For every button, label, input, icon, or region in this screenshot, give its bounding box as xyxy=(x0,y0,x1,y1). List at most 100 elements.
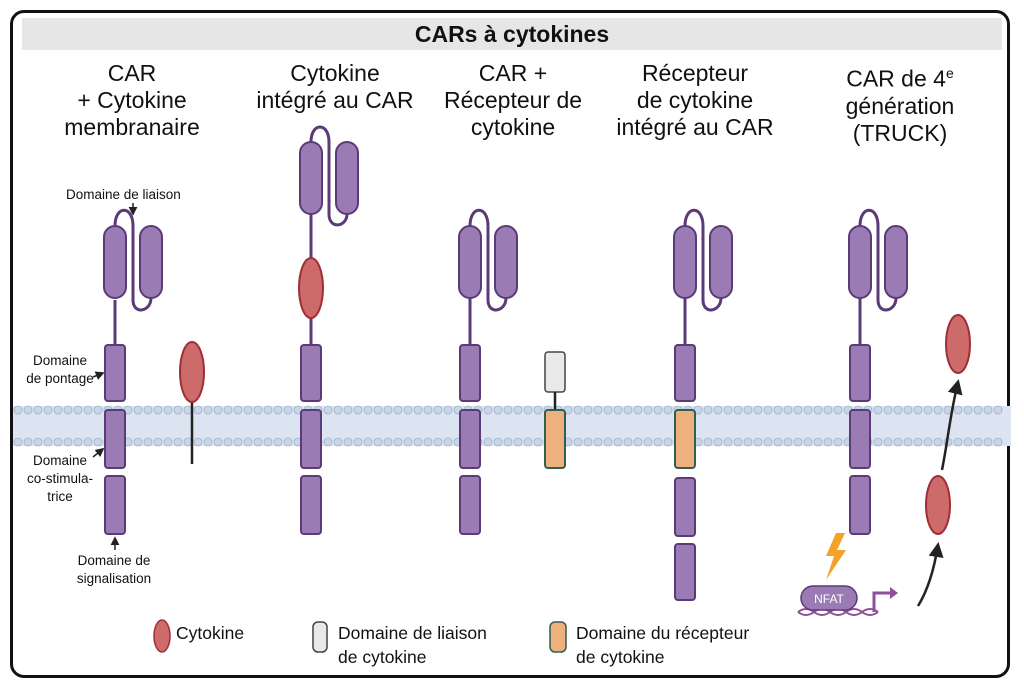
lipid-head xyxy=(753,405,763,415)
lipid-head xyxy=(523,405,533,415)
binding-domain-vh xyxy=(884,225,908,299)
lipid-head xyxy=(133,437,143,447)
binding-linker xyxy=(113,208,153,312)
lipid-head xyxy=(633,437,643,447)
signaling-domain xyxy=(849,475,871,535)
lipid-head xyxy=(823,437,833,447)
transmembrane-domain xyxy=(849,409,871,469)
lipid-head xyxy=(413,405,423,415)
lipid-head xyxy=(263,437,273,447)
lipid-head xyxy=(83,405,93,415)
lipid-head xyxy=(233,437,243,447)
lipid-head xyxy=(433,437,443,447)
lipid-head xyxy=(493,405,503,415)
car-membrane-cytokine xyxy=(103,208,205,535)
nfat-label: NFAT xyxy=(814,592,844,606)
lipid-head xyxy=(153,405,163,415)
lipid-head xyxy=(433,405,443,415)
lipid-head xyxy=(333,405,343,415)
lipid-head xyxy=(203,405,213,415)
heading-line: Récepteur xyxy=(641,60,749,86)
lipid-head xyxy=(923,405,933,415)
lipid-head xyxy=(53,405,63,415)
lipid-head xyxy=(33,437,43,447)
lipid-head xyxy=(93,405,103,415)
arrow-costim-domain xyxy=(92,447,105,458)
lipid-head xyxy=(43,437,53,447)
column-heading-membrane-cytokine: CAR + Cytokine membranaire xyxy=(32,60,232,141)
lipid-head xyxy=(73,437,83,447)
car-receptor xyxy=(103,208,163,535)
lipid-head xyxy=(443,405,453,415)
lipid-head xyxy=(343,437,353,447)
lipid-head xyxy=(623,405,633,415)
lipid-head xyxy=(423,405,433,415)
lipid-head xyxy=(513,437,523,447)
lipid-head xyxy=(223,405,233,415)
lipid-head xyxy=(173,437,183,447)
lipid-head xyxy=(983,437,993,447)
lipid-head xyxy=(83,437,93,447)
signaling-domain-2 xyxy=(674,543,696,601)
binding-domain-vh xyxy=(709,225,733,299)
label-line: co-stimula- xyxy=(26,471,93,486)
lipid-head xyxy=(493,437,503,447)
label-line: Domaine xyxy=(32,453,88,468)
car-receptor xyxy=(848,208,908,535)
lipid-head xyxy=(653,437,663,447)
lipid-head xyxy=(373,437,383,447)
lipid-head xyxy=(813,437,823,447)
lipid-head xyxy=(653,405,663,415)
lipid-head xyxy=(893,405,903,415)
membrane-cytokine xyxy=(179,341,205,464)
lipid-head xyxy=(343,405,353,415)
lipid-head xyxy=(983,405,993,415)
column-heading-truck: CAR de 4e génération (TRUCK) xyxy=(800,60,1000,147)
lipid-head xyxy=(63,437,73,447)
membrane-heads-top xyxy=(13,405,1003,415)
lipid-head xyxy=(483,405,493,415)
hinge-domain xyxy=(849,344,871,402)
lipid-head xyxy=(763,405,773,415)
dna-strand-b xyxy=(797,608,879,616)
label-line: Domaine de xyxy=(77,553,151,568)
lipid-head xyxy=(783,405,793,415)
membrane-heads-bottom xyxy=(13,437,1003,447)
lipid-head xyxy=(903,437,913,447)
arrow-hinge-domain xyxy=(92,371,105,380)
lipid-head xyxy=(793,405,803,415)
signaling-domain xyxy=(300,475,322,535)
label-line: de pontage xyxy=(26,371,94,386)
secretion-arrow xyxy=(940,379,963,471)
lipid-head xyxy=(733,405,743,415)
lipid-head xyxy=(973,405,983,415)
hinge-domain xyxy=(674,344,696,402)
lipid-head xyxy=(763,437,773,447)
cell-membrane xyxy=(13,405,1011,447)
lipid-head xyxy=(973,437,983,447)
label-line: signalisation xyxy=(76,571,152,586)
lipid-head xyxy=(53,437,63,447)
lipid-head xyxy=(723,437,733,447)
lipid-head xyxy=(613,437,623,447)
label-binding-domain: Domaine de liaison xyxy=(66,187,181,202)
lipid-head xyxy=(773,405,783,415)
car-receptor xyxy=(458,208,518,535)
separate-cytokine-receptor xyxy=(544,351,566,469)
lipid-head xyxy=(23,405,33,415)
binding-domain-vl xyxy=(848,225,872,299)
lipid-head xyxy=(883,405,893,415)
lipid-head xyxy=(803,405,813,415)
lipid-head xyxy=(523,437,533,447)
lipid-head xyxy=(833,437,843,447)
lipid-head xyxy=(483,437,493,447)
lipid-head xyxy=(533,405,543,415)
lipid-head xyxy=(363,405,373,415)
binding-domain-vl xyxy=(103,225,127,299)
lipid-head xyxy=(193,437,203,447)
binding-linker xyxy=(683,208,723,312)
legend-receptor-swatch xyxy=(549,621,567,653)
lipid-head xyxy=(403,437,413,447)
label-hinge-domain: Domaine de pontage xyxy=(24,352,96,388)
